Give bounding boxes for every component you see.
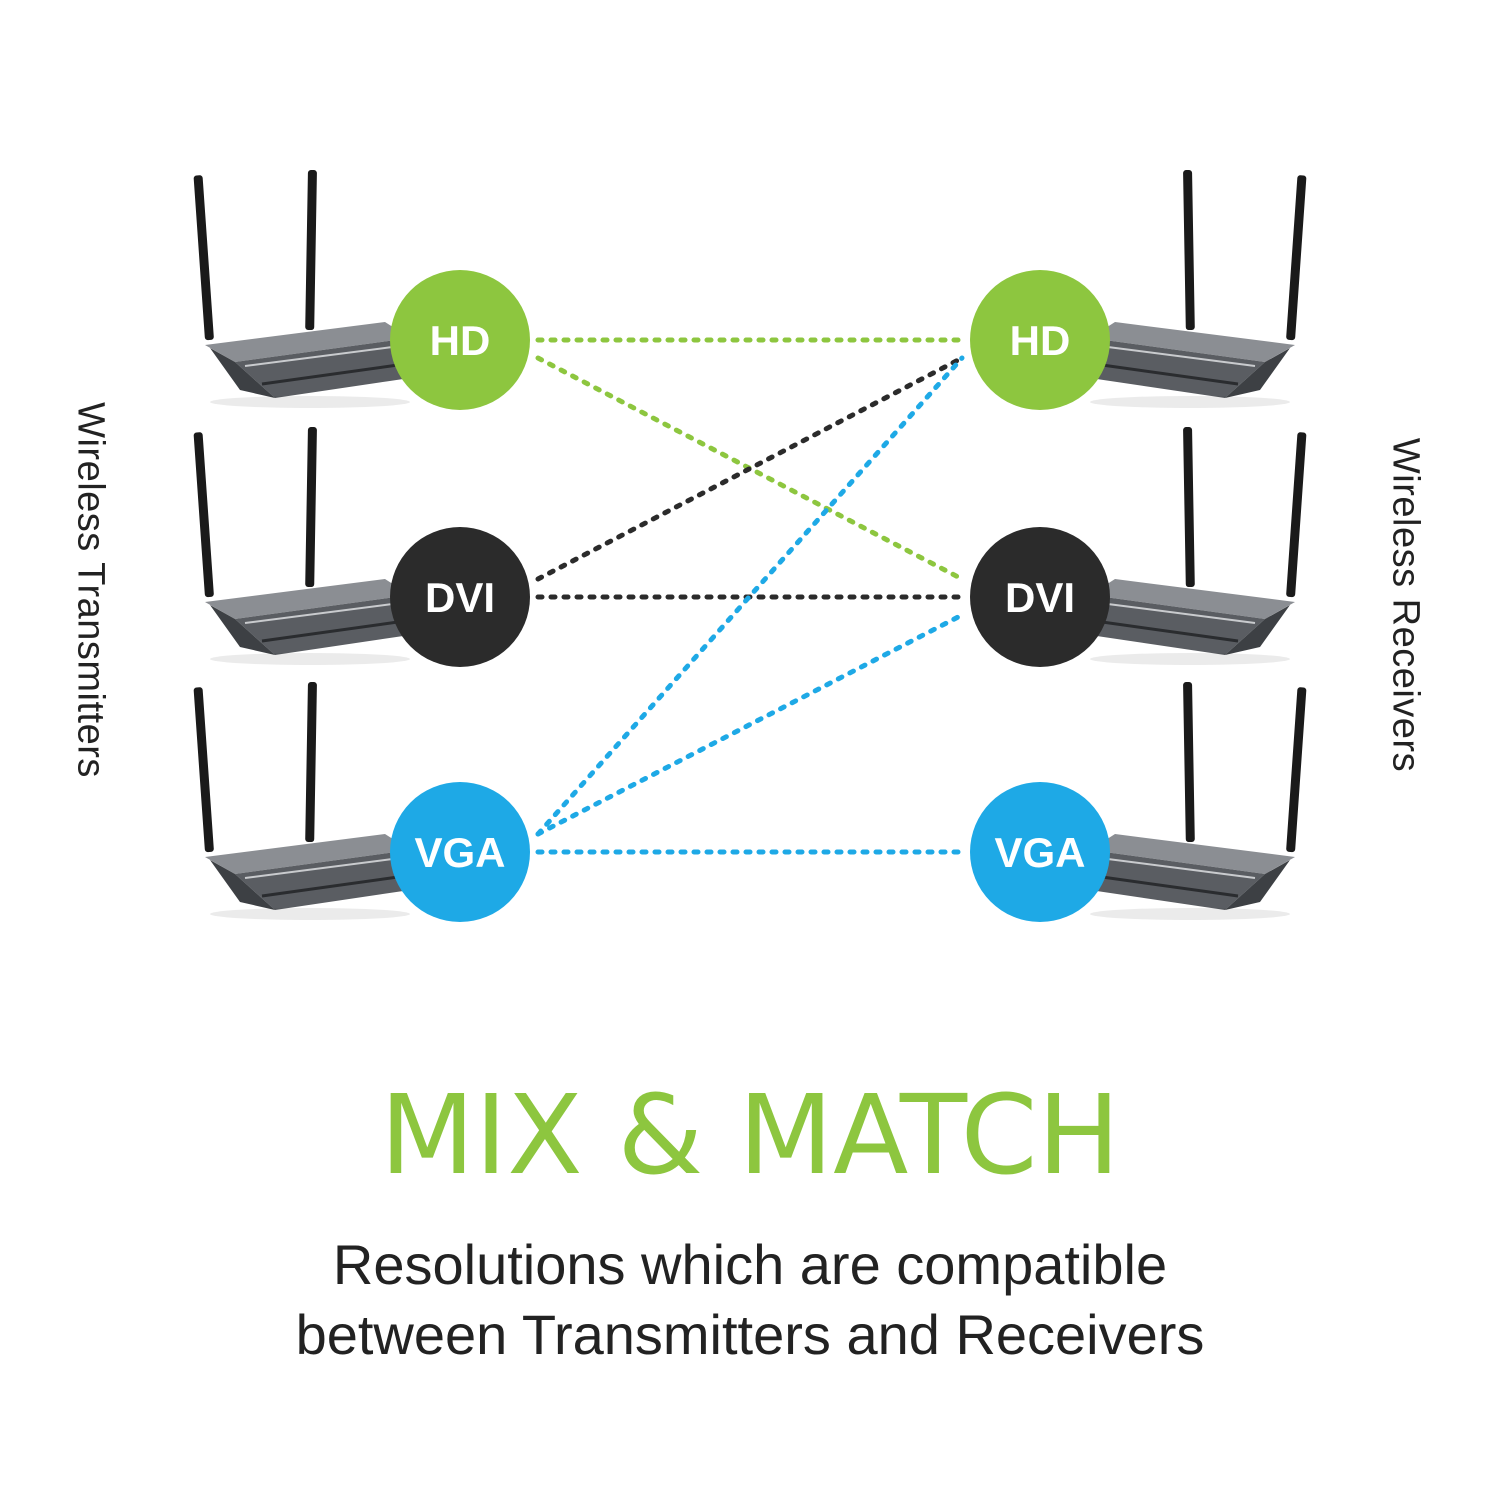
transmitter-badge-vga: VGA xyxy=(390,782,530,922)
devices xyxy=(193,170,1307,920)
badges: HD DVI VGA HD DVI VGA xyxy=(390,270,1110,922)
badge-label: VGA xyxy=(994,829,1085,876)
device-top xyxy=(1090,579,1295,619)
device-slot xyxy=(261,874,406,898)
badge-circle xyxy=(390,270,530,410)
device-side xyxy=(210,860,275,910)
device-body xyxy=(1090,850,1290,910)
subtitle-line-1: Resolutions which are compatible xyxy=(332,1233,1168,1296)
device-shadow xyxy=(210,653,410,665)
badge-circle xyxy=(390,782,530,922)
transmitter-device-hd xyxy=(193,170,410,408)
device-shadow xyxy=(210,396,410,408)
receiver-badge-dvi: DVI xyxy=(970,527,1110,667)
receivers-label: Wireless Receivers xyxy=(1384,437,1427,773)
transmitter-badge-dvi: DVI xyxy=(390,527,530,667)
subtitle-line-2: between Transmitters and Receivers xyxy=(295,1303,1205,1366)
page-title: MIX & MATCH xyxy=(379,1071,1121,1199)
subtitle: Resolutions which are compatible between… xyxy=(0,1230,1500,1370)
badge-label: DVI xyxy=(425,574,495,621)
device-slot xyxy=(1094,619,1239,643)
device-side xyxy=(210,605,275,655)
device-slot xyxy=(1094,362,1239,386)
device-shadow xyxy=(1090,396,1290,408)
device-highlight xyxy=(244,345,401,367)
badge-label: VGA xyxy=(414,829,505,876)
device-body xyxy=(1090,595,1290,655)
transmitter-device-dvi xyxy=(193,427,410,665)
badge-label: HD xyxy=(1010,317,1071,364)
receiver-device-dvi xyxy=(1090,427,1307,665)
antenna-icon xyxy=(305,682,317,843)
receiver-badge-vga: VGA xyxy=(970,782,1110,922)
device-side xyxy=(1225,605,1290,655)
device-highlight xyxy=(244,602,401,624)
device-side xyxy=(1225,860,1290,910)
transmitter-device-vga xyxy=(193,682,410,920)
badge-circle xyxy=(970,270,1110,410)
device-body xyxy=(1090,338,1290,398)
device-slot xyxy=(261,619,406,643)
badge-circle xyxy=(970,782,1110,922)
receiver-badge-hd: HD xyxy=(970,270,1110,410)
device-top xyxy=(205,322,410,362)
device-highlight xyxy=(1099,602,1256,624)
antenna-icon xyxy=(1286,432,1307,598)
antenna-icon xyxy=(305,427,317,588)
device-shadow xyxy=(1090,908,1290,920)
device-highlight xyxy=(244,857,401,879)
device-top xyxy=(205,834,410,874)
connection-line-vga-to-hd xyxy=(535,355,965,837)
device-top xyxy=(1090,834,1295,874)
transmitters-label: Wireless Transmitters xyxy=(69,402,112,778)
badge-label: DVI xyxy=(1005,574,1075,621)
device-shadow xyxy=(1090,653,1290,665)
antenna-icon xyxy=(193,175,214,341)
antenna-icon xyxy=(1286,687,1307,853)
badge-label: HD xyxy=(430,317,491,364)
device-side xyxy=(210,348,275,398)
badge-circle xyxy=(390,527,530,667)
transmitter-badge-hd: HD xyxy=(390,270,530,410)
device-slot xyxy=(261,362,406,386)
receiver-device-vga xyxy=(1090,682,1307,920)
device-body xyxy=(210,595,410,655)
device-top xyxy=(1090,322,1295,362)
antenna-icon xyxy=(1286,175,1307,341)
device-body xyxy=(210,338,410,398)
antenna-icon xyxy=(1183,427,1195,588)
antenna-icon xyxy=(1183,682,1195,843)
device-top xyxy=(205,579,410,619)
connection-lines xyxy=(535,337,965,855)
receiver-device-hd xyxy=(1090,170,1307,408)
device-slot xyxy=(1094,874,1239,898)
connection-line-vga-to-dvi xyxy=(535,612,965,837)
badge-circle xyxy=(970,527,1110,667)
device-side xyxy=(1225,348,1290,398)
device-shadow xyxy=(210,908,410,920)
connection-line-dvi-to-hd xyxy=(535,355,965,582)
antenna-icon xyxy=(1183,170,1195,331)
antenna-icon xyxy=(305,170,317,331)
antenna-icon xyxy=(193,432,214,598)
antenna-icon xyxy=(193,687,214,853)
device-highlight xyxy=(1099,857,1256,879)
device-body xyxy=(210,850,410,910)
device-highlight xyxy=(1099,345,1256,367)
